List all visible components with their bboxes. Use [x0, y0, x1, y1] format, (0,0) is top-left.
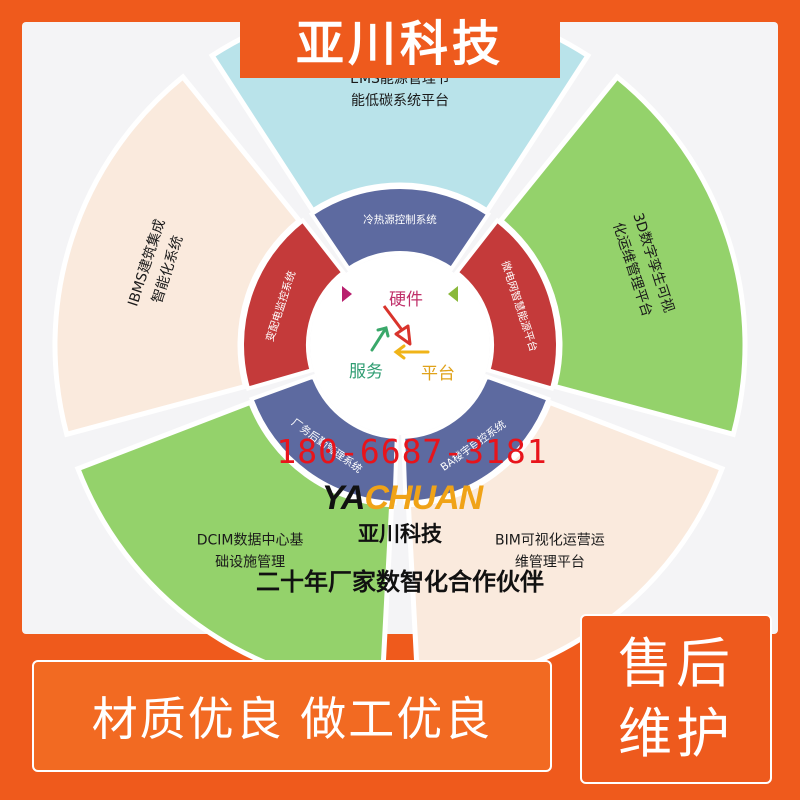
cycle-arrows-icon — [342, 286, 458, 360]
inner-segment-ba — [401, 373, 552, 505]
red-arrow-icon — [382, 305, 412, 346]
after-sales-line2: 维护 — [618, 702, 734, 765]
inner-segment-cooling — [308, 185, 492, 272]
outer-label-bim-line1: BIM可视化运营运 — [495, 532, 605, 548]
center-circle — [310, 255, 490, 435]
corner-mark-left-icon — [342, 286, 352, 302]
quality-banner: 材质优良 做工优良 — [32, 660, 552, 772]
outer-label-bim-line2: 维管理平台 — [515, 554, 585, 570]
logo-text-ya: YA — [321, 478, 366, 517]
center-label-platform: 平台 — [421, 364, 455, 384]
outer-label-ems-line2: 能低碳系统平台 — [351, 93, 449, 109]
corner-mark-right-icon — [448, 286, 458, 302]
inner-label-cooling: 冷热源控制系统 — [363, 213, 437, 226]
center-label-hardware: 硬件 — [389, 290, 423, 310]
inner-segment-microgrid — [453, 217, 560, 392]
title-tab: 亚川科技 — [240, 0, 560, 78]
yellow-arrow-icon — [393, 344, 430, 360]
quality-banner-text: 材质优良 做工优良 — [91, 692, 493, 746]
green-arrow-icon — [370, 326, 390, 352]
after-sales-line1: 售后 — [618, 632, 734, 695]
center-label-service: 服务 — [349, 362, 383, 382]
after-sales-box: 售后 维护 — [580, 614, 772, 784]
inner-segment-power — [240, 217, 347, 392]
inner-segment-factory — [248, 373, 399, 505]
brand-name: 亚川科技 — [358, 522, 442, 546]
outer-label-dcim-line2: 础设施管理 — [215, 554, 285, 570]
phone-number: 180-6687-3181 — [276, 432, 548, 471]
logo-text-chuan: CHUAN — [364, 478, 483, 517]
slogan: 二十年厂家数智化合作伙伴 — [256, 568, 544, 596]
page-title: 亚川科技 — [295, 16, 504, 72]
outer-label-dcim-line1: DCIM数据中心基 — [197, 531, 304, 548]
